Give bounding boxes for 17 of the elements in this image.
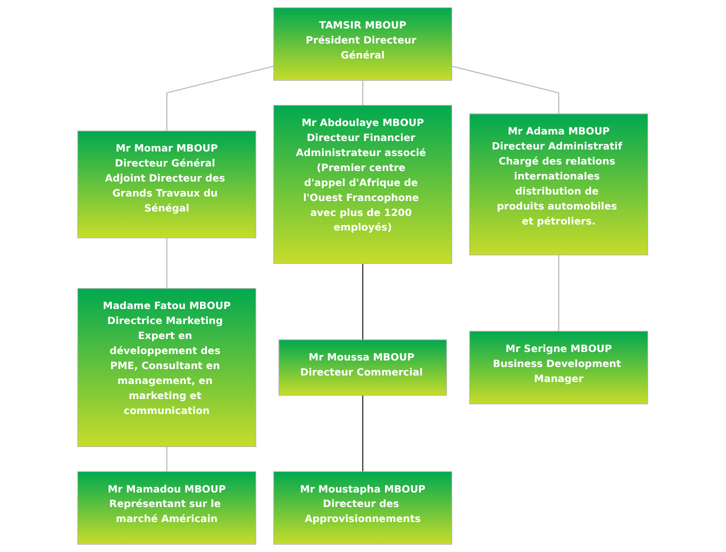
node-box: Mr Adama MBOUP Directeur Administratif Chargé des relations internationales distribution de produits automobiles et pétroliers. [470, 114, 648, 256]
connector [362, 264, 364, 340]
node-box: Mr Moustapha MBOUP Directeur des Approvisionnements [274, 471, 452, 545]
node-box: Mr Moussa MBOUP Directeur Commercial [278, 339, 448, 396]
connector [166, 446, 168, 472]
node-box: Mr Momar MBOUP Directeur Général Adjoint Directeur des Grands Travaux du Sénégal [78, 130, 256, 238]
connector [362, 80, 364, 106]
node-box: Madame Fatou MBOUP Directrice Marketing Expert en développement des PME, Consultant en management, en marketing et communication [78, 288, 256, 448]
node-box: Mr Mamadou MBOUP Représentant sur le marché Américain [78, 471, 256, 545]
node-box: TAMSIR MBOUP Président Directeur Général [274, 7, 452, 81]
connector [166, 238, 168, 288]
connector [452, 66, 560, 114]
node-box: Mr Serigne MBOUP Business Development Manager [470, 330, 648, 404]
connector [558, 254, 560, 332]
connector [362, 395, 364, 472]
node-box: Mr Abdoulaye MBOUP Directeur Financier Administrateur associé (Premier centre d'appel d'Afrique de l'Ouest Francophone avec plus de 1200 employés) [274, 104, 452, 264]
connector [166, 66, 274, 131]
